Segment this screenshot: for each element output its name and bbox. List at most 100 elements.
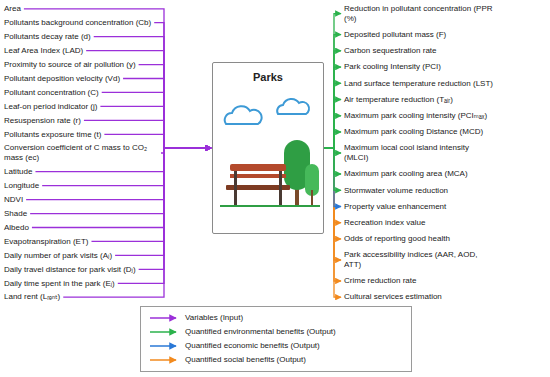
bench-leg xyxy=(279,171,282,206)
item-label: Leaf-on period indicator (j) xyxy=(4,102,97,112)
item-label: Park cooling Intensity (PCI) xyxy=(344,62,441,72)
item-label: Longitude xyxy=(4,181,39,191)
item-label: Maximum park cooling intensity (PCIₘₐₓ) xyxy=(344,111,487,121)
connector-arrow xyxy=(324,148,341,153)
output-benefit: Reduction in pollutant concentration (PP… xyxy=(344,4,494,23)
item-label: Park accessibility indices (AAR, AOD, AT… xyxy=(344,250,494,269)
input-variable: Proximity to source of air pollution (y) xyxy=(4,60,136,70)
connector-arrow xyxy=(324,132,341,148)
legend-box: Variables (Input)Quantified environmenta… xyxy=(140,306,412,372)
connector-arrow xyxy=(30,148,211,214)
item-label: Daily travel distance for park visit (Dⱼ… xyxy=(4,265,136,275)
item-label: Latitude xyxy=(4,167,32,177)
legend-sample xyxy=(149,342,179,350)
item-label: Conversion coefficient of C mass to CO₂ … xyxy=(4,143,158,162)
item-label: Albedo xyxy=(4,223,29,233)
input-variable: Daily number of park visits (Aⱼ) xyxy=(4,251,112,261)
item-label: Pollutants background concentration (Cb) xyxy=(4,18,151,28)
item-label: Land surface temperature reduction (LST) xyxy=(344,79,493,89)
legend-sample xyxy=(149,356,179,364)
input-variable: Shade xyxy=(4,209,27,219)
item-label: Crime reduction rate xyxy=(344,276,416,286)
connector-arrow xyxy=(324,83,341,148)
connector-arrow xyxy=(94,37,211,148)
connector-arrow xyxy=(63,148,211,297)
item-label: Evapotranspiration (ET) xyxy=(4,237,88,247)
item-label: Maximum park cooling area (MCA) xyxy=(344,169,468,179)
output-benefit: Maximum local cool island intensity (MLC… xyxy=(344,143,494,162)
item-label: Pollutants decay rate (d) xyxy=(4,32,91,42)
connector-arrow xyxy=(91,148,211,241)
item-label: Stormwater volume reduction xyxy=(344,186,448,196)
connector-arrow xyxy=(26,148,211,200)
legend-arrow xyxy=(150,345,176,347)
connector-arrow xyxy=(324,67,341,148)
item-label: NDVI xyxy=(4,195,23,205)
output-benefit: Park accessibility indices (AAR, AOD, AT… xyxy=(344,250,494,269)
input-variable: Pollutant deposition velocity (Vd) xyxy=(4,74,120,84)
connector-arrow xyxy=(324,148,341,174)
input-variable: Daily travel distance for park visit (Dⱼ… xyxy=(4,265,136,275)
input-variable: Latitude xyxy=(4,167,32,177)
input-variable: NDVI xyxy=(4,195,23,205)
connector-arrow xyxy=(154,23,211,148)
output-benefit: Odds of reporting good health xyxy=(344,234,450,244)
item-label: Reduction in pollutant concentration (PP… xyxy=(344,4,494,23)
cloud-shape xyxy=(225,106,262,124)
input-variable: Daily time spent in the park (Eⱼ) xyxy=(4,279,115,289)
input-variable: Pollutants decay rate (d) xyxy=(4,32,91,42)
connector-arrow xyxy=(161,148,211,153)
input-variable: Pollutants exposure time (t) xyxy=(4,130,101,140)
output-benefit: Carbon sequestration rate xyxy=(344,46,437,56)
connector-arrow xyxy=(324,148,341,223)
cloud-shape xyxy=(277,99,309,114)
legend-entry: Quantified economic benefits (Output) xyxy=(149,339,411,353)
legend-entry: Quantified environmental benefits (Outpu… xyxy=(149,325,411,339)
item-label: Daily number of park visits (Aⱼ) xyxy=(4,251,112,261)
output-benefit: Maximum park cooling intensity (PCIₘₐₓ) xyxy=(344,111,487,121)
connector-arrow xyxy=(324,148,341,281)
connector-arrow xyxy=(324,51,341,148)
output-benefit: Maximum park cooling Distance (MCD) xyxy=(344,127,483,137)
connector-arrow xyxy=(32,148,211,227)
output-benefit: Property value enhancement xyxy=(344,202,446,212)
cloud-icon xyxy=(225,99,309,124)
legend-sample xyxy=(149,314,179,322)
input-variable: Albedo xyxy=(4,223,29,233)
item-label: Resuspension rate (r) xyxy=(4,116,81,126)
item-label: Pollutant concentration (C) xyxy=(4,88,99,98)
legend-arrow xyxy=(150,317,176,319)
park-box: Parks xyxy=(212,62,324,234)
item-label: Odds of reporting good health xyxy=(344,234,450,244)
box-title: Parks xyxy=(213,63,323,84)
input-variable: Land rent (Lᵣₑₙₜ) xyxy=(4,292,60,302)
item-label: Pollutants exposure time (t) xyxy=(4,130,101,140)
item-label: Leaf Area Index (LAD) xyxy=(4,46,83,56)
item-label: Carbon sequestration rate xyxy=(344,46,437,56)
item-label: Maximum local cool island intensity (MLC… xyxy=(344,143,494,162)
input-variable: Pollutants background concentration (Cb) xyxy=(4,18,151,28)
input-variable: Area xyxy=(4,4,21,14)
legend-sample xyxy=(149,328,179,336)
connector-arrow xyxy=(324,99,341,148)
bench-icon xyxy=(226,164,290,206)
legend-arrow xyxy=(150,359,176,361)
item-label: Deposited pollutant mass (F) xyxy=(344,30,446,40)
connector-arrow xyxy=(123,78,211,148)
tree-icon xyxy=(284,140,319,206)
item-label: Air temperature reduction (Tₐᵢᵣ) xyxy=(344,95,453,105)
item-label: Area xyxy=(4,4,21,14)
output-benefit: Air temperature reduction (Tₐᵢᵣ) xyxy=(344,95,453,105)
bench-back xyxy=(230,174,286,178)
output-benefit: Stormwater volume reduction xyxy=(344,186,448,196)
connector-arrow xyxy=(324,148,341,239)
input-variable: Leaf-on period indicator (j) xyxy=(4,102,97,112)
connector-arrow xyxy=(324,14,341,148)
output-benefit: Cultural services estimation xyxy=(344,292,442,302)
output-benefit: Recreation index value xyxy=(344,218,425,228)
item-label: Maximum park cooling Distance (MCD) xyxy=(344,127,483,137)
legend-label: Quantified environmental benefits (Outpu… xyxy=(185,327,336,337)
connector-arrow xyxy=(324,148,341,260)
connector-arrow xyxy=(324,148,341,190)
